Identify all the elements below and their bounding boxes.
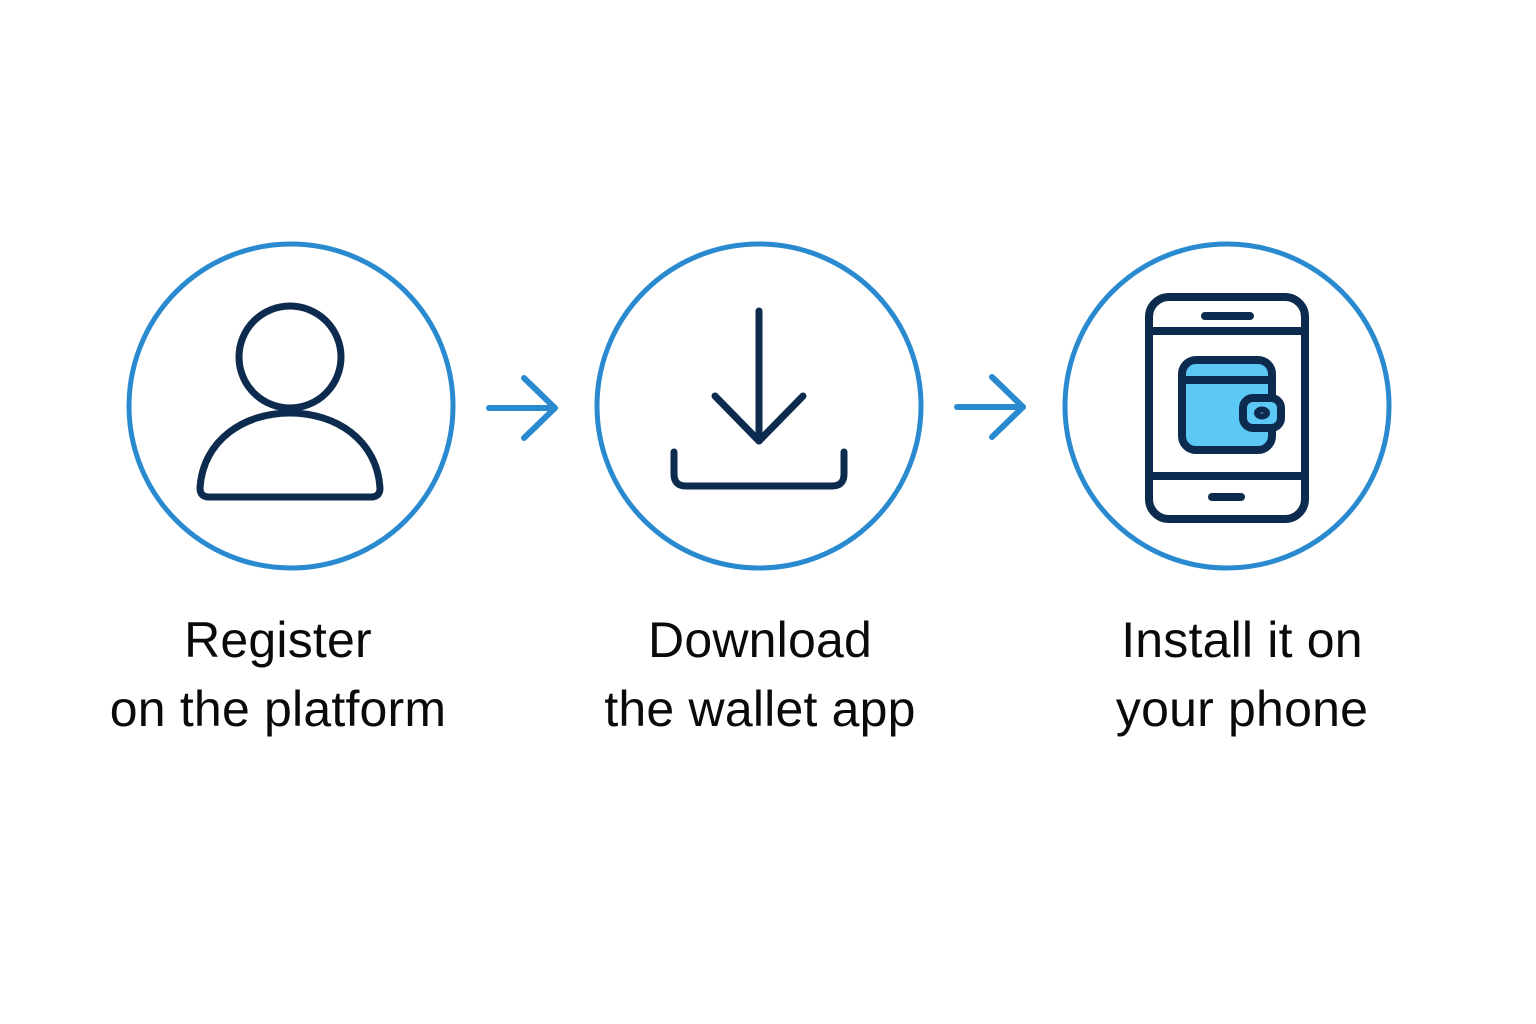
download-arrowhead bbox=[711, 392, 807, 445]
wallet-icon bbox=[1178, 356, 1285, 454]
step-2-label-line1: Download bbox=[648, 612, 872, 668]
arrow-right-icon bbox=[486, 375, 558, 441]
wallet-clasp-button bbox=[1254, 406, 1270, 420]
user-head bbox=[235, 302, 345, 412]
step-1-label: Register on the platform bbox=[48, 606, 508, 744]
wallet-clasp bbox=[1239, 394, 1285, 432]
download-icon bbox=[670, 307, 848, 490]
arrow-2-head bbox=[989, 374, 1026, 440]
step-1-label-line1: Register bbox=[184, 612, 372, 668]
step-3 bbox=[1062, 241, 1392, 571]
step-2-label-line2: the wallet app bbox=[604, 681, 916, 737]
step-2 bbox=[594, 241, 924, 571]
step-3-label-line1: Install it on bbox=[1121, 612, 1363, 668]
step-1-label-line2: on the platform bbox=[109, 681, 447, 737]
phone-icon bbox=[1145, 293, 1309, 523]
arrow-right-icon bbox=[954, 374, 1026, 440]
step-2-circle bbox=[594, 241, 924, 571]
step-3-label: Install it on your phone bbox=[1012, 606, 1472, 744]
download-tray bbox=[670, 448, 848, 490]
user-icon bbox=[196, 302, 384, 501]
step-2-label: Download the wallet app bbox=[530, 606, 990, 744]
step-1 bbox=[126, 241, 456, 571]
phone-body bbox=[1145, 293, 1309, 523]
arrow-1-head bbox=[521, 375, 558, 441]
step-1-circle bbox=[126, 241, 456, 571]
user-body bbox=[196, 409, 384, 501]
phone-wallet-icon bbox=[1145, 293, 1309, 523]
step-3-label-line2: your phone bbox=[1115, 681, 1369, 737]
step-3-circle bbox=[1062, 241, 1392, 571]
